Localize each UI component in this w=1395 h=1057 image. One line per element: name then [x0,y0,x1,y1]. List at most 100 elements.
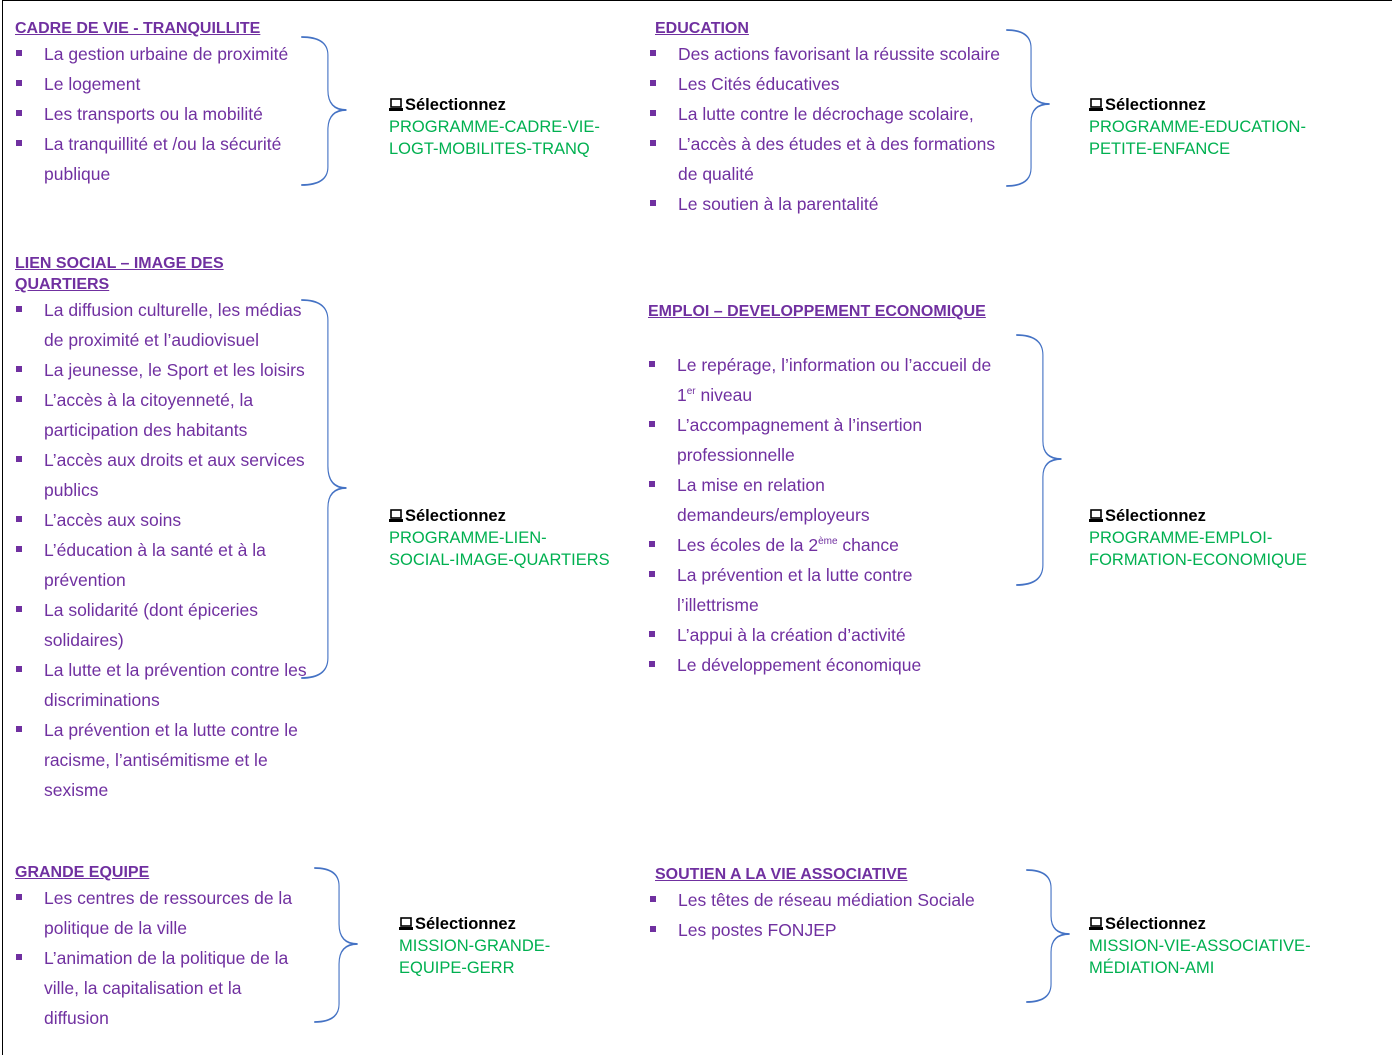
square-bullet-icon [16,306,22,312]
item-list: Le repérage, l’information ou l’accueil … [648,350,991,680]
select-box-education[interactable]: Sélectionnez PROGRAMME-EDUCATION-PETITE-… [1089,94,1306,160]
brace-icon [301,299,347,679]
square-bullet-icon [16,954,22,960]
select-heading: Sélectionnez [399,913,550,935]
square-bullet-icon [16,546,22,552]
laptop-icon [389,508,403,522]
section-emploi: EMPLOI – DEVELOPPEMENT ECONOMIQUE Le rep… [648,302,991,680]
square-bullet-icon [649,361,655,367]
brace-icon [1016,334,1062,586]
list-item: Les transports ou la mobilité [15,99,288,129]
item-list: Les têtes de réseau médiation Sociale Le… [649,885,975,945]
list-item: La lutte contre le décrochage scolaire, [649,99,1000,129]
select-box-lien-social[interactable]: Sélectionnez PROGRAMME-LIEN-SOCIAL-IMAGE… [389,505,610,571]
select-box-grande-equipe[interactable]: Sélectionnez MISSION-GRANDE-EQUIPE-GERR [399,913,550,979]
item-list: La gestion urbaine de proximité Le logem… [15,39,288,189]
section-education: EDUCATION Des actions favorisant la réus… [650,19,1000,219]
brace-icon [301,36,347,186]
section-title: EDUCATION [655,20,749,37]
laptop-icon [1089,97,1103,111]
list-item: Des actions favorisant la réussite scola… [649,39,1000,69]
program-code: MISSION-VIE-ASSOCIATIVE-MÉDIATION-AMI [1089,937,1311,977]
select-heading: Sélectionnez [1089,505,1307,527]
square-bullet-icon [649,661,655,667]
square-bullet-icon [650,896,656,902]
square-bullet-icon [16,516,22,522]
square-bullet-icon [16,366,22,372]
list-item: L’appui à la création d’activité [648,620,991,650]
list-item: Les écoles de la 2ème chance [648,530,991,560]
square-bullet-icon [649,571,655,577]
square-bullet-icon [16,894,22,900]
laptop-icon [389,97,403,111]
laptop-icon [1089,916,1103,930]
select-box-soutien[interactable]: Sélectionnez MISSION-VIE-ASSOCIATIVE-MÉD… [1089,913,1311,979]
select-heading: Sélectionnez [389,505,610,527]
program-code: PROGRAMME-CADRE-VIE-LOGT-MOBILITES-TRANQ [389,118,600,158]
square-bullet-icon [16,726,22,732]
select-box-cadre[interactable]: Sélectionnez PROGRAMME-CADRE-VIE-LOGT-MO… [389,94,600,160]
square-bullet-icon [649,481,655,487]
list-item: Le développement économique [648,650,991,680]
section-title: CADRE DE VIE - TRANQUILLITE [15,20,261,37]
square-bullet-icon [650,140,656,146]
square-bullet-icon [650,50,656,56]
list-item: Les postes FONJEP [649,915,975,945]
section-cadre-de-vie: CADRE DE VIE - TRANQUILLITE La gestion u… [15,19,288,189]
list-item: L’accès aux soins [15,505,307,535]
list-item: Les Cités éducatives [649,69,1000,99]
list-item: Le logement [15,69,288,99]
list-item: Le soutien à la parentalité [649,189,1000,219]
select-heading: Sélectionnez [1089,913,1311,935]
square-bullet-icon [16,396,22,402]
section-grande-equipe: GRANDE EQUIPE Les centres de ressources … [15,863,292,1033]
section-title: SOUTIEN A LA VIE ASSOCIATIVE [655,866,908,883]
list-item: La jeunesse, le Sport et les loisirs [15,355,307,385]
list-item: La gestion urbaine de proximité [15,39,288,69]
list-item: Le repérage, l’information ou l’accueil … [648,350,991,410]
item-list: Des actions favorisant la réussite scola… [649,39,1000,219]
square-bullet-icon [16,50,22,56]
square-bullet-icon [650,110,656,116]
square-bullet-icon [650,80,656,86]
square-bullet-icon [649,541,655,547]
square-bullet-icon [16,606,22,612]
laptop-icon [1089,508,1103,522]
section-soutien-vie-associative: SOUTIEN A LA VIE ASSOCIATIVE Les têtes d… [650,865,975,945]
square-bullet-icon [649,421,655,427]
square-bullet-icon [649,631,655,637]
section-title: EMPLOI – DEVELOPPEMENT ECONOMIQUE [648,303,986,320]
section-title: GRANDE EQUIPE [15,864,150,881]
brace-icon [314,867,358,1023]
program-code: PROGRAMME-LIEN-SOCIAL-IMAGE-QUARTIERS [389,529,610,569]
laptop-icon [399,916,413,930]
select-box-emploi[interactable]: Sélectionnez PROGRAMME-EMPLOI-FORMATION-… [1089,505,1307,571]
square-bullet-icon [16,666,22,672]
square-bullet-icon [650,200,656,206]
square-bullet-icon [16,110,22,116]
square-bullet-icon [16,80,22,86]
square-bullet-icon [16,140,22,146]
brace-icon [1006,29,1050,187]
program-code: PROGRAMME-EDUCATION-PETITE-ENFANCE [1089,118,1306,158]
square-bullet-icon [650,926,656,932]
select-heading: Sélectionnez [389,94,600,116]
square-bullet-icon [16,456,22,462]
